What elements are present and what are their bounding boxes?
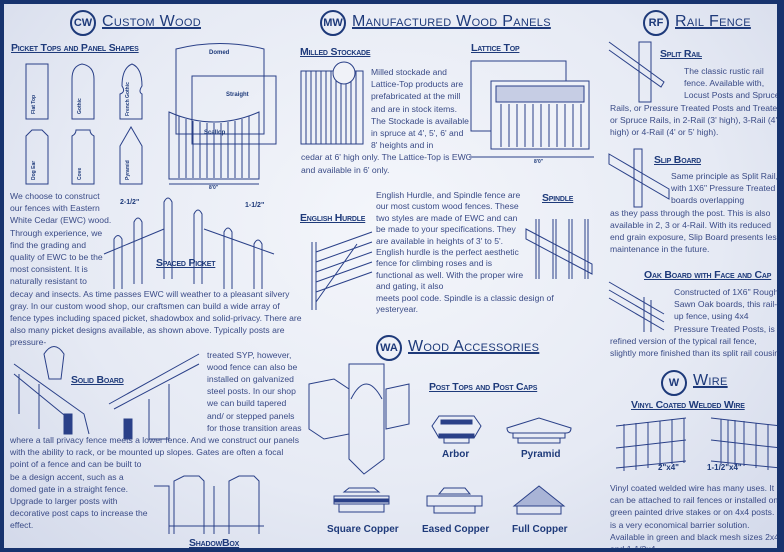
custom-wood-badge: CW	[70, 10, 96, 36]
dim-right: 1-1/2"	[245, 202, 265, 209]
split-rail-text-2: Rails, or Pressure Treated Posts and Tre…	[610, 102, 782, 138]
custom-wood-text-3: treated SYP, however, wood fence can als…	[207, 349, 302, 433]
milled-stockade-heading: Milled Stockade	[300, 46, 371, 58]
spindle-heading: Spindle	[542, 192, 574, 204]
pyramid-cap-icon	[506, 417, 572, 444]
picket-label: Gothic	[77, 98, 83, 114]
post-caps-heading: Post Tops and Post Caps	[429, 381, 538, 393]
lattice-top-illustration	[469, 60, 594, 158]
cap-label-arbor: Arbor	[442, 449, 470, 460]
spaced-picket-illustration	[103, 197, 275, 289]
wire-text: Vinyl coated welded wire has many uses. …	[610, 483, 782, 552]
split-rail-illustration	[608, 41, 665, 103]
panel-label-scallop: Scallop	[204, 130, 226, 136]
slip-board-text-1: Same principle as Split Rail, with 1X6" …	[671, 171, 778, 206]
rail-fence-title: Rail Fence	[675, 13, 751, 30]
oak-board-illustration	[608, 281, 665, 332]
split-rail-text-column: The classic rustic rail fence. Available…	[610, 65, 782, 138]
split-rail-heading: Split Rail	[660, 48, 702, 60]
arbor-cap-icon	[431, 415, 482, 444]
slip-board-heading: Slip Board	[654, 154, 702, 166]
split-rail-text-1: The classic rustic rail fence. Available…	[684, 66, 780, 101]
picket-label: French Gothic	[125, 82, 131, 116]
shadowbox-illustration	[154, 475, 264, 534]
wire-text-column: Vinyl coated welded wire has many uses. …	[610, 482, 782, 552]
spindle-illustration	[525, 219, 593, 279]
picket-label: Dog Ear	[31, 160, 37, 180]
custom-wood-text-4: where a tall privacy fence meets a lower…	[10, 435, 299, 458]
manufactured-text-3: English Hurdle, and Spindle fence are ou…	[376, 190, 524, 292]
lattice-top-heading: Lattice Top	[471, 42, 520, 54]
english-hurdle-illustration	[311, 231, 373, 310]
post-illustration	[308, 363, 410, 475]
oak-board-text-column: Constructed of 1X6" Rough Sawn Oak board…	[610, 286, 782, 359]
panel-shapes-illustration	[168, 43, 277, 185]
manufactured-text-4: meets pool code. Spindle is a classic de…	[376, 292, 554, 315]
welded-wire-heading: Vinyl Coated Welded Wire	[631, 399, 745, 411]
slip-board-text-2: as they pass through the post. This is a…	[610, 207, 782, 255]
panel-width-label: 8'0"	[209, 185, 219, 191]
cap-label-square-copper: Square Copper	[327, 524, 399, 535]
manufactured-title: Manufactured Wood Panels	[352, 13, 551, 30]
panel-label-domed: Domed	[209, 50, 230, 56]
dim-left: 2-1/2"	[120, 199, 140, 206]
cap-label-pyramid: Pyramid	[521, 449, 561, 460]
wire-badge: W	[661, 370, 687, 396]
custom-wood-title: Custom Wood	[102, 13, 201, 30]
english-hurdle-heading: English Hurdle	[300, 212, 366, 224]
custom-wood-text-1: We choose to construct our fences with E…	[10, 191, 112, 287]
eased-copper-cap-icon	[426, 487, 483, 514]
shadowbox-label: ShadowBox	[189, 537, 240, 549]
accessories-badge: WA	[376, 335, 402, 361]
manufactured-text-column-1: Milled stockade and Lattice-Top products…	[301, 66, 473, 176]
picket-tops-heading: Picket Tops and Panel Shapes	[11, 42, 139, 54]
picket-shapes-illustration	[25, 63, 143, 185]
custom-wood-text-5: point of a fence and can be built to be …	[10, 459, 148, 531]
manufactured-text-1: Milled stockade and Lattice-Top products…	[371, 67, 469, 151]
oak-board-text-1: Constructed of 1X6" Rough Sawn Oak board…	[674, 287, 782, 334]
manufactured-text-2: cedar at 6' high only. The Lattice-Top i…	[301, 152, 472, 175]
custom-wood-text-column: We choose to construct our fences with E…	[10, 190, 302, 532]
custom-wood-text-2: decay and insects. As time passes EWC wi…	[10, 288, 302, 348]
spaced-picket-label: Spaced Picket	[156, 257, 216, 269]
oak-board-heading: Oak Board with Face and Cap	[644, 269, 772, 281]
picket-label: Pyramid	[125, 160, 131, 180]
manufactured-text-column-2: English Hurdle, and Spindle fence are ou…	[376, 190, 598, 315]
accessories-title: Wood Accessories	[408, 338, 540, 355]
slip-board-illustration	[608, 148, 670, 208]
milled-stockade-illustration	[300, 61, 364, 145]
cap-label-full-copper: Full Copper	[512, 524, 568, 535]
wire-title: Wire	[693, 372, 728, 389]
rail-fence-badge: RF	[643, 10, 669, 36]
square-copper-cap-icon	[333, 487, 390, 513]
slip-board-text-column: Same principle as Split Rail, with 1X6" …	[610, 170, 782, 255]
lattice-width-label: 8'0"	[534, 159, 544, 165]
oak-board-text-2: refined version of the typical rail fenc…	[610, 335, 782, 359]
solid-board-label: Solid Board	[71, 374, 124, 386]
picket-label: Cove	[77, 167, 83, 180]
manufactured-badge: MW	[320, 10, 346, 36]
welded-wire-mesh-illustration	[615, 417, 777, 471]
panel-label-straight: Straight	[226, 92, 249, 98]
full-copper-cap-icon	[512, 485, 566, 515]
cap-label-eased-copper: Eased Copper	[422, 524, 490, 535]
solid-board-illustration	[13, 346, 200, 440]
wire-size-1-5x4: 1-1/2"x4"	[707, 463, 742, 472]
picket-label: Flat Top	[31, 94, 37, 114]
wire-size-2x4: 2"x4"	[658, 463, 679, 472]
